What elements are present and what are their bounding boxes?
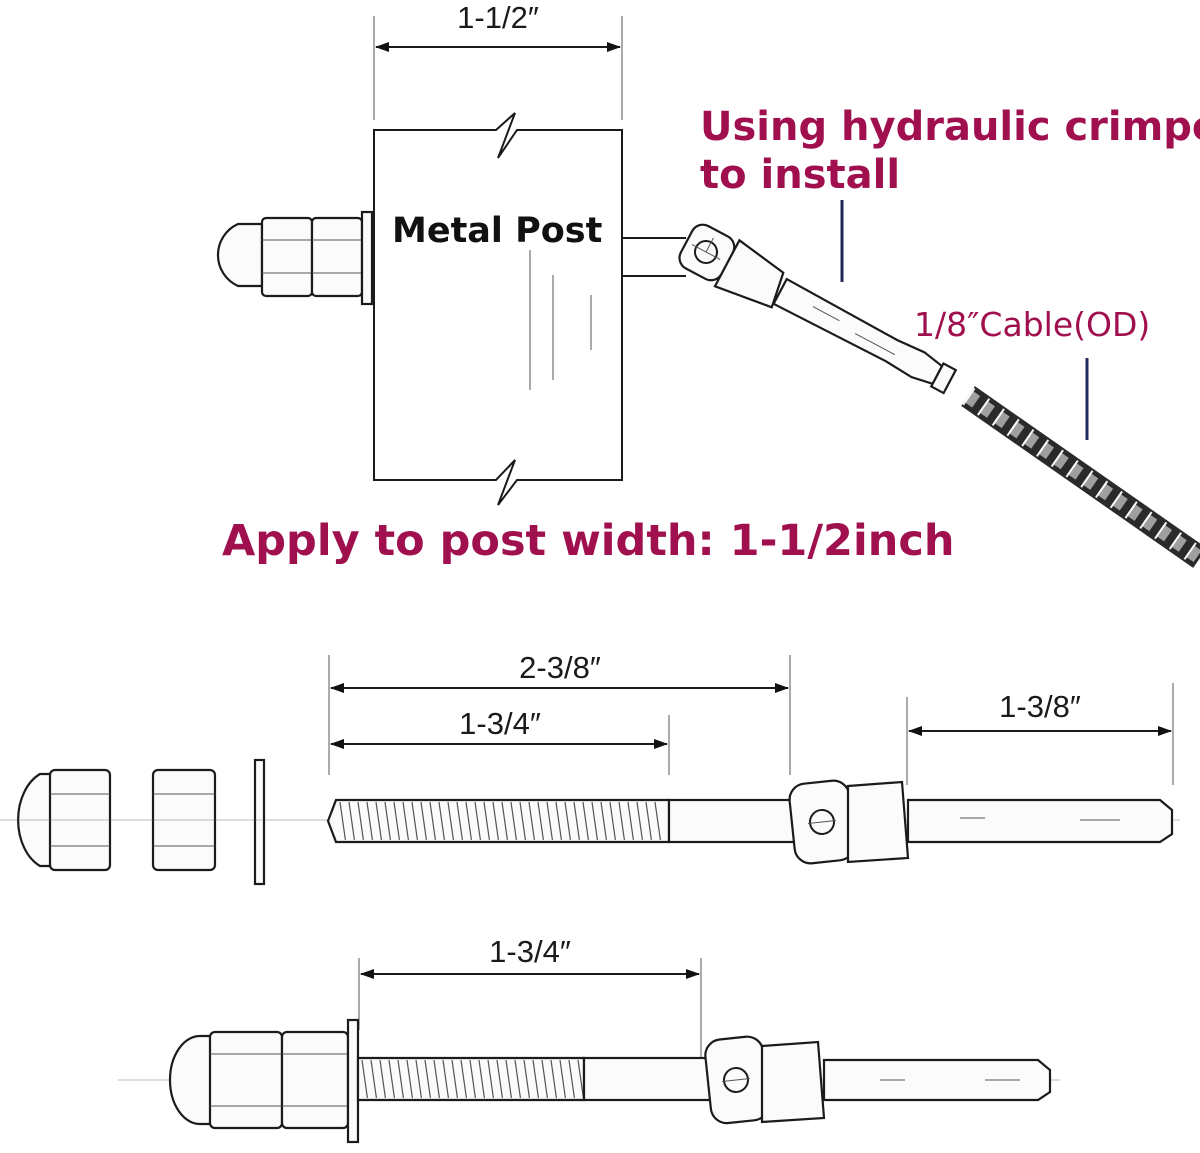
exploded-hex-nut	[151, 768, 217, 872]
crimper-label-line1: Using hydraulic crimper	[700, 104, 1200, 150]
exploded-cap-nut	[17, 768, 112, 872]
cable-label: 1/8″Cable(OD)	[914, 305, 1150, 344]
overall-length-label: 2-3/8″	[519, 650, 601, 685]
post-width-dimension: 1-1/2″	[373, 0, 623, 120]
assembled-thread-length-label: 1-3/4″	[489, 934, 571, 969]
exploded-dimensions: 2-3/8″ 1-3/4″ 1-3/8″	[328, 650, 1174, 785]
crimper-label-line2: to install	[700, 152, 900, 198]
cable-callout: 1/8″Cable(OD)	[914, 305, 1150, 440]
assembled-dimension: 1-3/4″	[358, 934, 702, 1060]
top-swage-fitting	[678, 223, 958, 395]
top-nut-assembly	[216, 210, 374, 306]
post-width-label: 1-1/2″	[457, 0, 539, 35]
apply-post-width-label: Apply to post width: 1-1/2inch	[222, 516, 954, 566]
exploded-washer	[253, 758, 266, 886]
cable-wire	[961, 386, 1200, 568]
metal-post: Metal Post	[373, 112, 686, 506]
assembled-fitting	[168, 1018, 1052, 1144]
crimper-callout: Using hydraulic crimper to install	[700, 104, 1200, 282]
metal-post-label: Metal Post	[392, 211, 602, 251]
exploded-threaded-stud	[326, 779, 1174, 865]
swage-length-label: 1-3/8″	[999, 689, 1081, 724]
thread-length-label: 1-3/4″	[459, 706, 541, 741]
